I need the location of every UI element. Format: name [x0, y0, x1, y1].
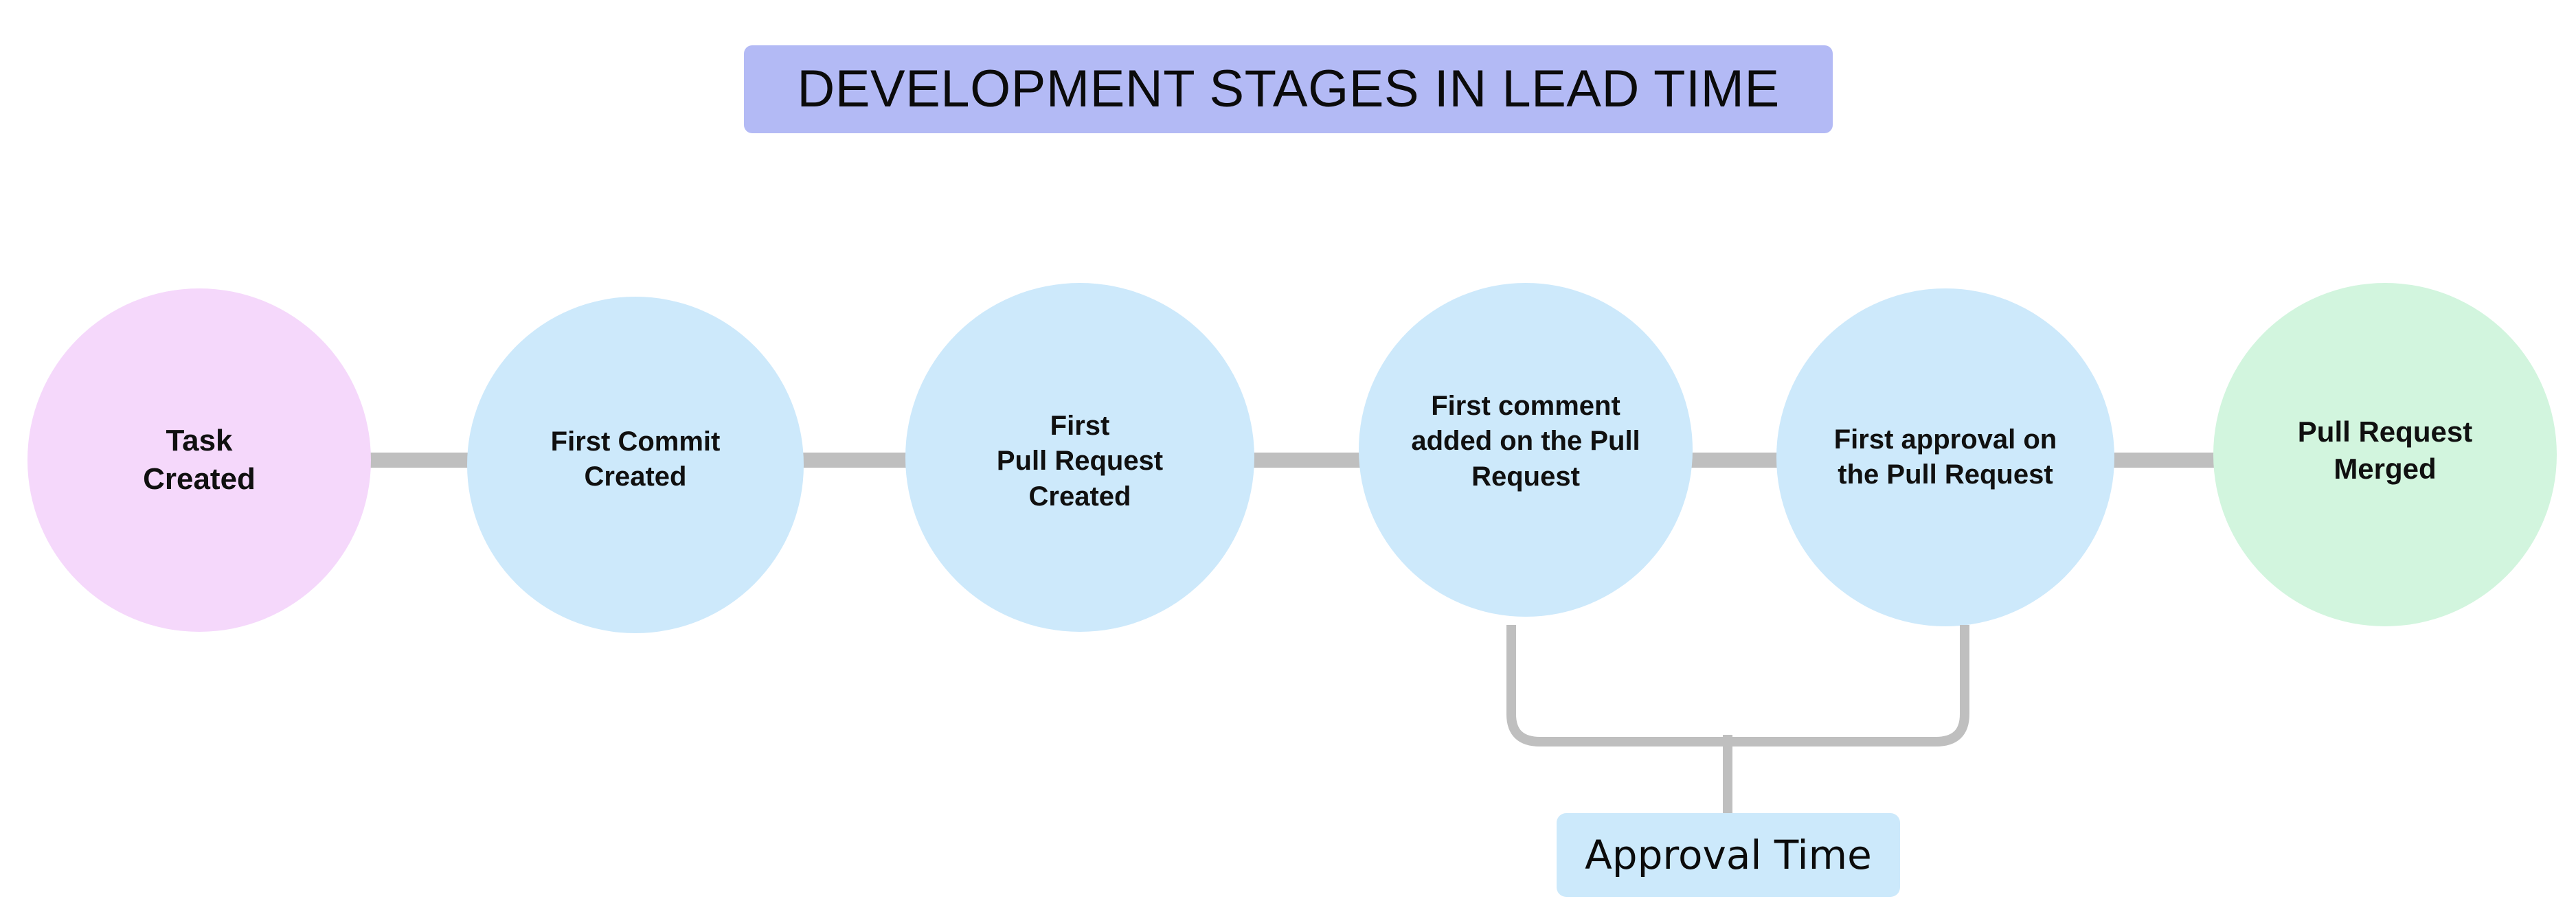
approval-time-label-text: Approval Time [1585, 832, 1872, 878]
node-first-commit-created-label: First Commit Created [550, 426, 721, 492]
node-task-created-label: Task Created [143, 423, 256, 496]
connector-approval-to-merged [2110, 453, 2217, 468]
connector-comment-to-approval [1688, 453, 1781, 468]
node-task-created[interactable]: Task Created [27, 288, 371, 632]
node-pull-request-merged[interactable]: Pull Request Merged [2213, 283, 2557, 626]
diagram-title-box: DEVELOPMENT STAGES IN LEAD TIME [744, 45, 1833, 133]
node-pull-request-merged-label: Pull Request Merged [2297, 415, 2473, 485]
node-first-pull-request-created[interactable]: First Pull Request Created [905, 283, 1254, 632]
node-first-comment-added-label: First comment added on the Pull Request [1411, 391, 1640, 492]
node-first-commit-created[interactable]: First Commit Created [467, 297, 804, 633]
approval-time-stub [1723, 735, 1732, 817]
diagram-title-text: DEVELOPMENT STAGES IN LEAD TIME [797, 60, 1780, 118]
connector-task-to-commit [368, 453, 471, 468]
node-first-comment-added[interactable]: First comment added on the Pull Request [1359, 283, 1693, 617]
approval-time-bracket [1506, 625, 1969, 747]
node-first-approval-label: First approval on the Pull Request [1833, 424, 2057, 490]
node-first-approval[interactable]: First approval on the Pull Request [1776, 288, 2114, 626]
connector-commit-to-pr [801, 453, 909, 468]
approval-time-label-box[interactable]: Approval Time [1557, 813, 1900, 897]
connector-pr-to-comment [1250, 453, 1363, 468]
node-first-pull-request-created-label: First Pull Request Created [996, 411, 1164, 512]
